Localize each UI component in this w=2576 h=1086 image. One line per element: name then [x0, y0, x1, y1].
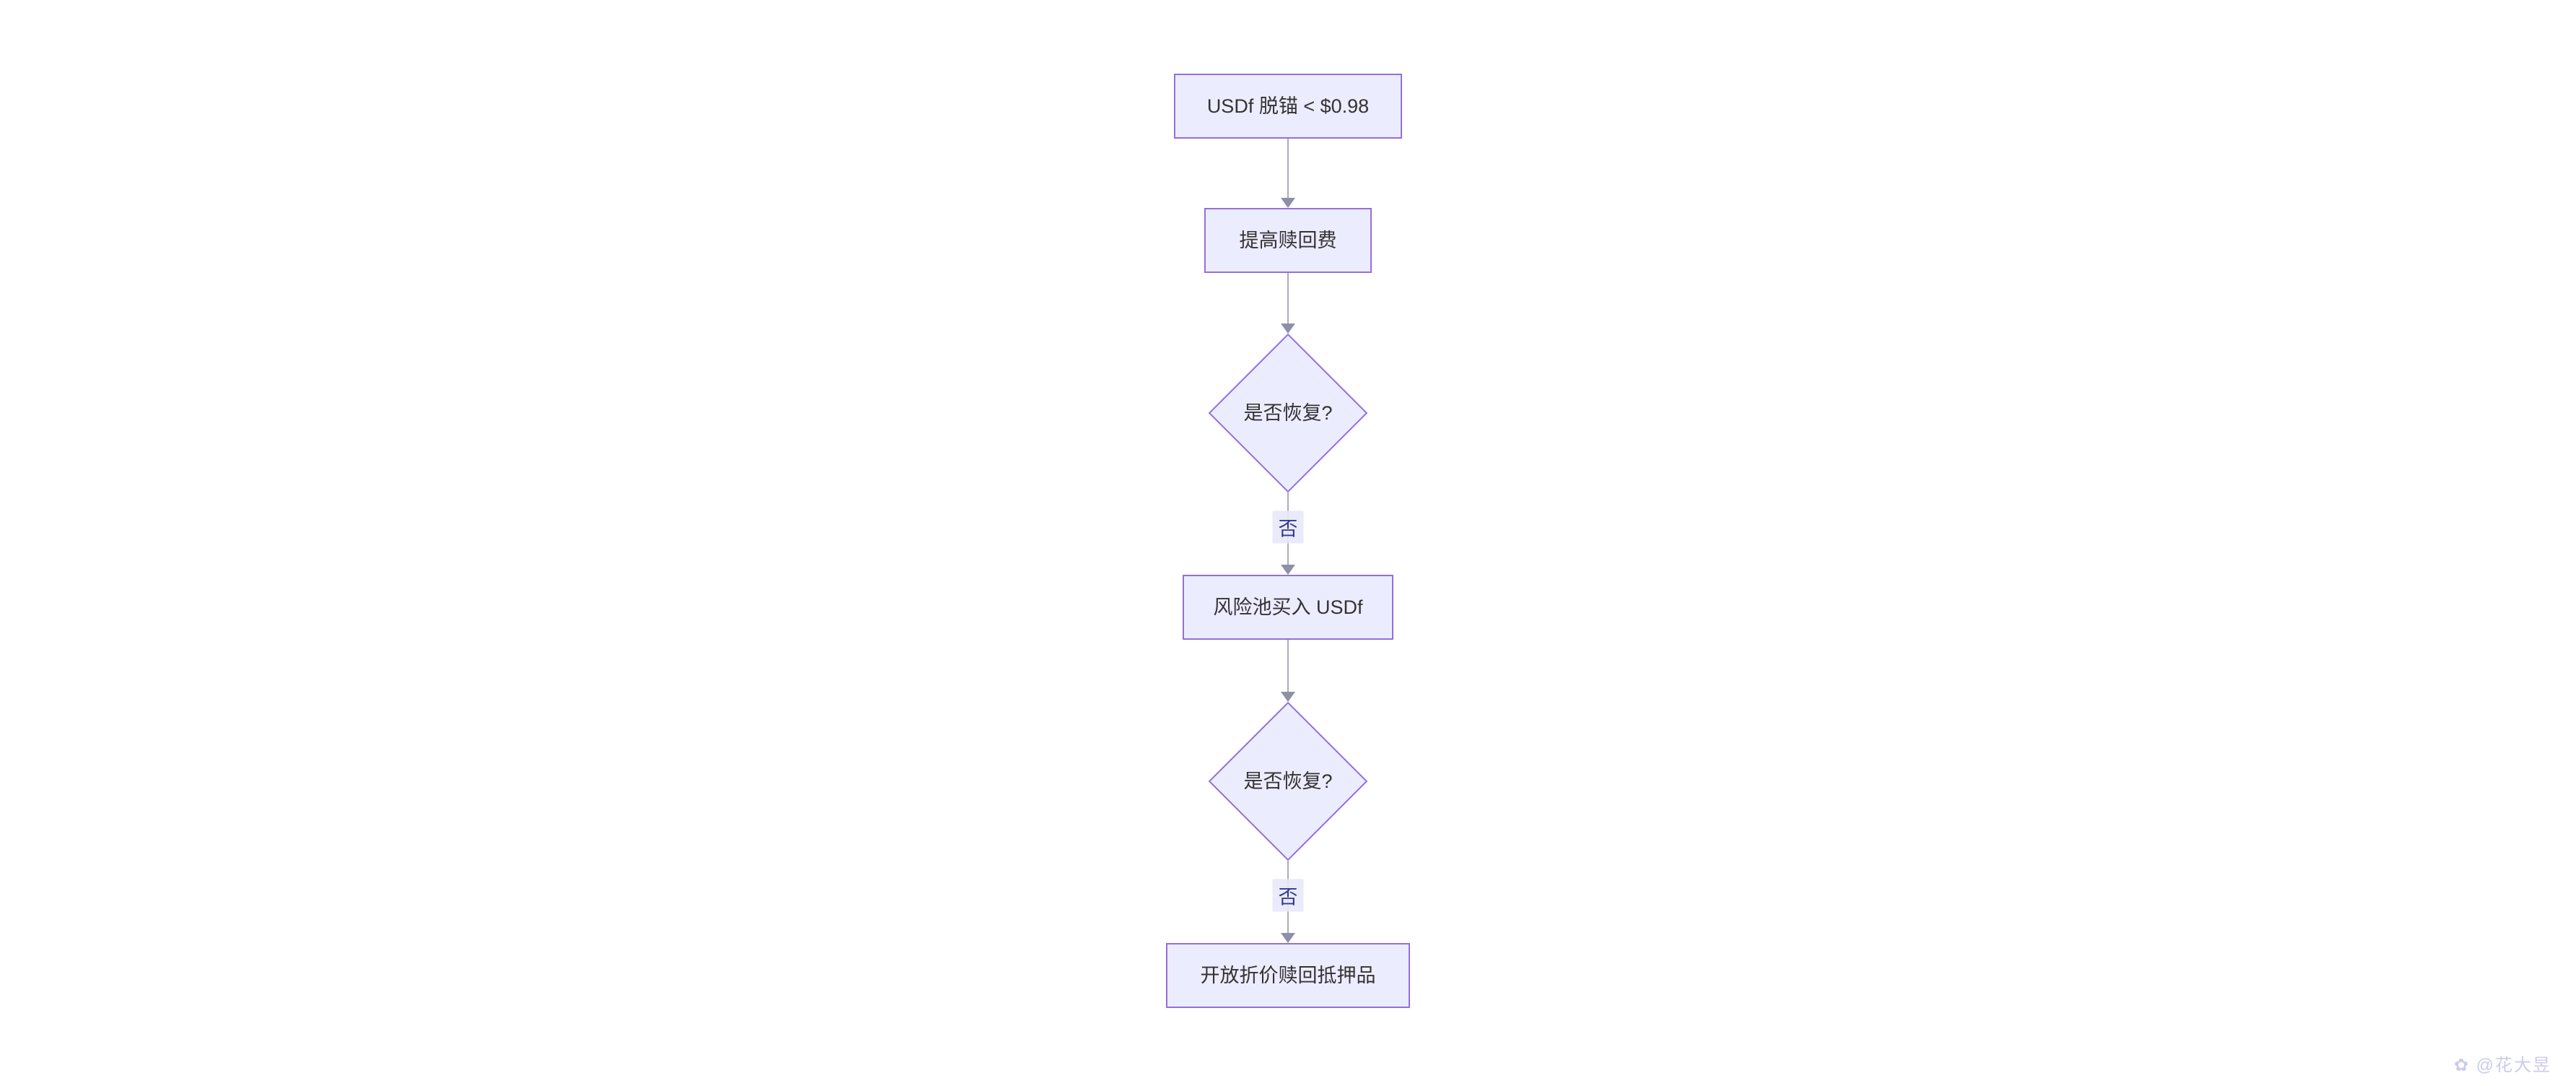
node-label: 风险池买入 USDf	[1213, 596, 1363, 618]
node-label: 开放折价赎回抵押品	[1200, 964, 1376, 986]
arrowhead-icon	[1281, 323, 1295, 334]
arrowhead-icon	[1281, 692, 1295, 702]
edge-label-no-1: 否	[1272, 511, 1304, 544]
node-label: 提高赎回费	[1239, 229, 1337, 251]
watermark: ✿ @花大昱	[2453, 1056, 2551, 1075]
edge-line-d-e	[1287, 640, 1289, 692]
node-usdf-depeg: USDf 脱锚 < $0.98	[1174, 74, 1402, 139]
node-decision-recovered-1: 是否恢复?	[1208, 333, 1368, 493]
arrowhead-icon	[1281, 198, 1295, 208]
node-raise-redemption-fee: 提高赎回费	[1204, 208, 1372, 273]
node-label: 是否恢复?	[1243, 770, 1333, 792]
arrowhead-icon	[1281, 565, 1295, 575]
edge-line-a-b	[1287, 139, 1289, 198]
node-decision-recovered-2: 是否恢复?	[1208, 701, 1368, 861]
node-label: 是否恢复?	[1243, 401, 1333, 424]
edge-line-b-c	[1287, 273, 1289, 323]
node-open-discount-redemption: 开放折价赎回抵押品	[1166, 943, 1410, 1008]
arrowhead-icon	[1281, 933, 1295, 943]
edge-label-no-2: 否	[1272, 879, 1304, 912]
node-risk-pool-buy-usdf: 风险池买入 USDf	[1183, 575, 1393, 640]
node-label: USDf 脱锚 < $0.98	[1206, 95, 1370, 117]
